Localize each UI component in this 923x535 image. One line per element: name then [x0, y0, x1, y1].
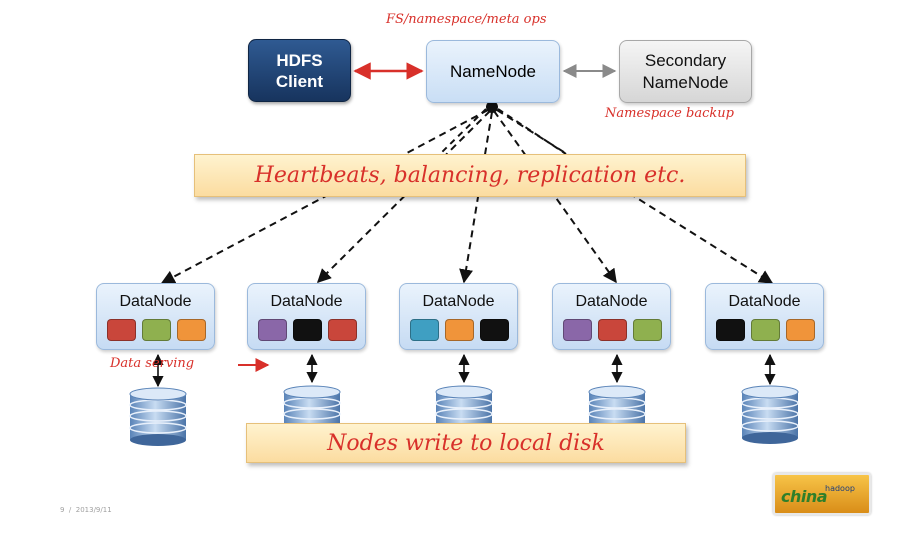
block-group [410, 319, 509, 341]
fan-line-7 [497, 108, 567, 155]
data-block [751, 319, 780, 341]
block-group [716, 319, 815, 341]
data-block [107, 319, 136, 341]
footer-separator: / [66, 506, 74, 514]
data-block [563, 319, 592, 341]
block-group [107, 319, 206, 341]
slide-number: 9 [60, 506, 65, 514]
data-block [786, 319, 815, 341]
datanode-box: DataNode [247, 283, 366, 350]
fan-line-6 [439, 108, 487, 155]
namespace-backup-label: Namespace backup [605, 106, 734, 121]
slide-date: 2013/9/11 [75, 506, 112, 514]
logo-word: china [781, 487, 828, 506]
datanode-label: DataNode [119, 293, 192, 310]
disk-icon [129, 387, 187, 446]
logo-sub: hadoop [825, 484, 855, 493]
data-block [328, 319, 357, 341]
datanode-box: DataNode [705, 283, 824, 350]
data-block [177, 319, 206, 341]
data-block [480, 319, 509, 341]
heartbeats-text: Heartbeats, balancing, replication etc. [254, 163, 686, 188]
data-block [633, 319, 662, 341]
datanode-box: DataNode [552, 283, 671, 350]
hdfs-client-box: HDFS Client [248, 39, 351, 102]
block-group [563, 319, 662, 341]
data-block [445, 319, 474, 341]
data-block [410, 319, 439, 341]
secondary-namenode-box: Secondary NameNode [619, 40, 752, 103]
disk-icon [741, 385, 799, 444]
block-group [258, 319, 357, 341]
data-block [142, 319, 171, 341]
data-block [258, 319, 287, 341]
local-disk-text: Nodes write to local disk [327, 430, 605, 456]
datanode-label: DataNode [575, 293, 648, 310]
datanode-label: DataNode [422, 293, 495, 310]
chinahadoop-logo: china hadoop [773, 473, 871, 515]
datanode-box: DataNode [96, 283, 215, 350]
data-block [598, 319, 627, 341]
datanode-label: DataNode [270, 293, 343, 310]
slide-footer: 9 / 2013/9/11 [60, 506, 112, 514]
datanode-box: DataNode [399, 283, 518, 350]
data-block [716, 319, 745, 341]
fs-ops-label: FS/namespace/meta ops [386, 12, 547, 27]
namenode-hub-dot [486, 101, 498, 113]
namenode-box: NameNode [426, 40, 560, 103]
heartbeats-banner: Heartbeats, balancing, replication etc. [194, 154, 746, 197]
local-disk-banner: Nodes write to local disk [246, 423, 686, 463]
datanode-label: DataNode [728, 293, 801, 310]
fan-line-3 [459, 111, 493, 284]
data-block [293, 319, 322, 341]
data-serving-label: Data serving [110, 356, 195, 371]
